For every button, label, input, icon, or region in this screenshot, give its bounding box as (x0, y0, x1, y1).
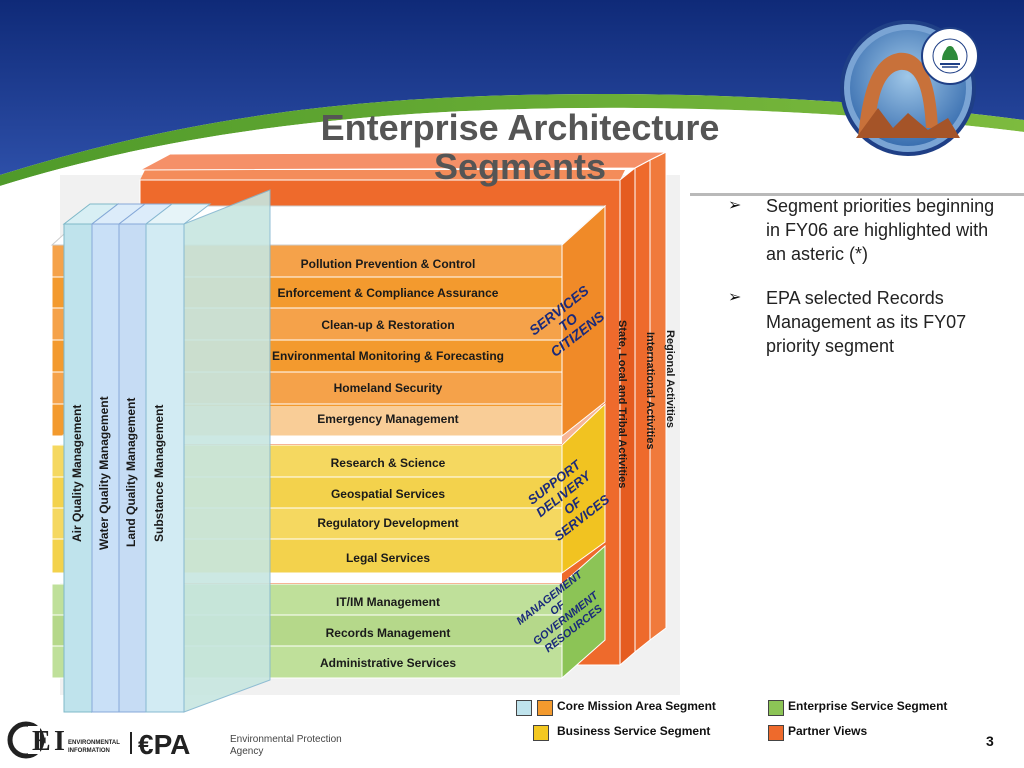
partner-state-local-tribal: State, Local and Tribal Activities (616, 320, 628, 489)
svg-text:€PA: €PA (138, 729, 190, 760)
slice-substance-management: Substance Management (152, 404, 166, 542)
slide-title: Enterprise Architecture Segments (290, 108, 750, 186)
svg-text:E: E (32, 726, 51, 757)
row-geospatial-services: Geospatial Services (330, 487, 446, 501)
row-homeland-security: Homeland Security (333, 381, 443, 395)
svg-text:Environmental Protection: Environmental Protection (230, 734, 342, 745)
row-research-science: Research & Science (330, 456, 446, 470)
slice-air-quality: Air Quality Management (70, 404, 84, 542)
legend-partner-views: Partner Views (788, 724, 868, 738)
legend-swatch-core-mission (537, 700, 553, 716)
bullet-item: ➢ EPA selected Records Management as its… (728, 286, 998, 358)
row-itim-management: IT/IM Management (335, 595, 440, 609)
row-legal-services: Legal Services (345, 551, 431, 565)
epa-seal-icon (921, 27, 978, 85)
arrow-bullet-icon: ➢ (728, 197, 742, 214)
ea-segments-diagram: Pollution Prevention & Control Enforceme… (30, 140, 710, 720)
bullet-text: EPA selected Records Management as its F… (766, 288, 967, 356)
slice-water-quality: Water Quality Management (97, 396, 111, 550)
diagram-shapes (50, 151, 680, 714)
row-regulatory-development: Regulatory Development (317, 516, 459, 530)
bullet-text: Segment priorities beginning in FY06 are… (766, 196, 995, 264)
legend-swatch-core-slice (516, 700, 532, 716)
legend-swatch-business (533, 725, 549, 741)
oei-epa-logo-icon: E I ENVIRONMENTAL INFORMATION €PA Enviro… (7, 721, 342, 760)
partner-international: International Activities (644, 332, 656, 450)
partner-regional: Regional Activities (664, 330, 676, 429)
footer-logos: E I ENVIRONMENTAL INFORMATION €PA Enviro… (6, 716, 366, 764)
slice-land-quality: Land Quality Management (124, 397, 138, 547)
title-divider (690, 193, 1024, 196)
diagram-legend: Core Mission Area Segment Enterprise Ser… (515, 697, 1015, 747)
row-environmental-monitoring: Environmental Monitoring & Forecasting (271, 349, 504, 363)
legend-core-mission: Core Mission Area Segment (557, 699, 716, 713)
page-number: 3 (986, 733, 994, 749)
bullet-item: ➢ Segment priorities beginning in FY06 a… (728, 194, 998, 266)
vertical-slices (62, 189, 271, 714)
row-emergency-management: Emergency Management (317, 412, 459, 426)
row-enforcement-compliance: Enforcement & Compliance Assurance (277, 286, 499, 300)
svg-text:I: I (54, 726, 65, 757)
row-administrative-services: Administrative Services (319, 656, 457, 670)
row-pollution-prevention: Pollution Prevention & Control (300, 257, 476, 271)
svg-text:ENVIRONMENTAL: ENVIRONMENTAL (68, 740, 120, 746)
title-line-2: Segments (433, 146, 607, 187)
arrow-bullet-icon: ➢ (728, 289, 742, 306)
legend-business-service: Business Service Segment (557, 724, 711, 738)
bullet-list: ➢ Segment priorities beginning in FY06 a… (728, 194, 998, 378)
epa-arch-emblem (840, 20, 978, 156)
header-background (0, 0, 1024, 195)
legend-swatch-enterprise (768, 700, 784, 716)
legend-swatch-partner (768, 725, 784, 741)
title-line-1: Enterprise Architecture (320, 107, 720, 148)
row-records-management: Records Management (325, 626, 451, 640)
svg-text:INFORMATION: INFORMATION (68, 748, 110, 754)
svg-text:Agency: Agency (230, 746, 263, 757)
legend-enterprise-service: Enterprise Service Segment (788, 699, 948, 713)
row-cleanup-restoration: Clean-up & Restoration (321, 318, 455, 332)
